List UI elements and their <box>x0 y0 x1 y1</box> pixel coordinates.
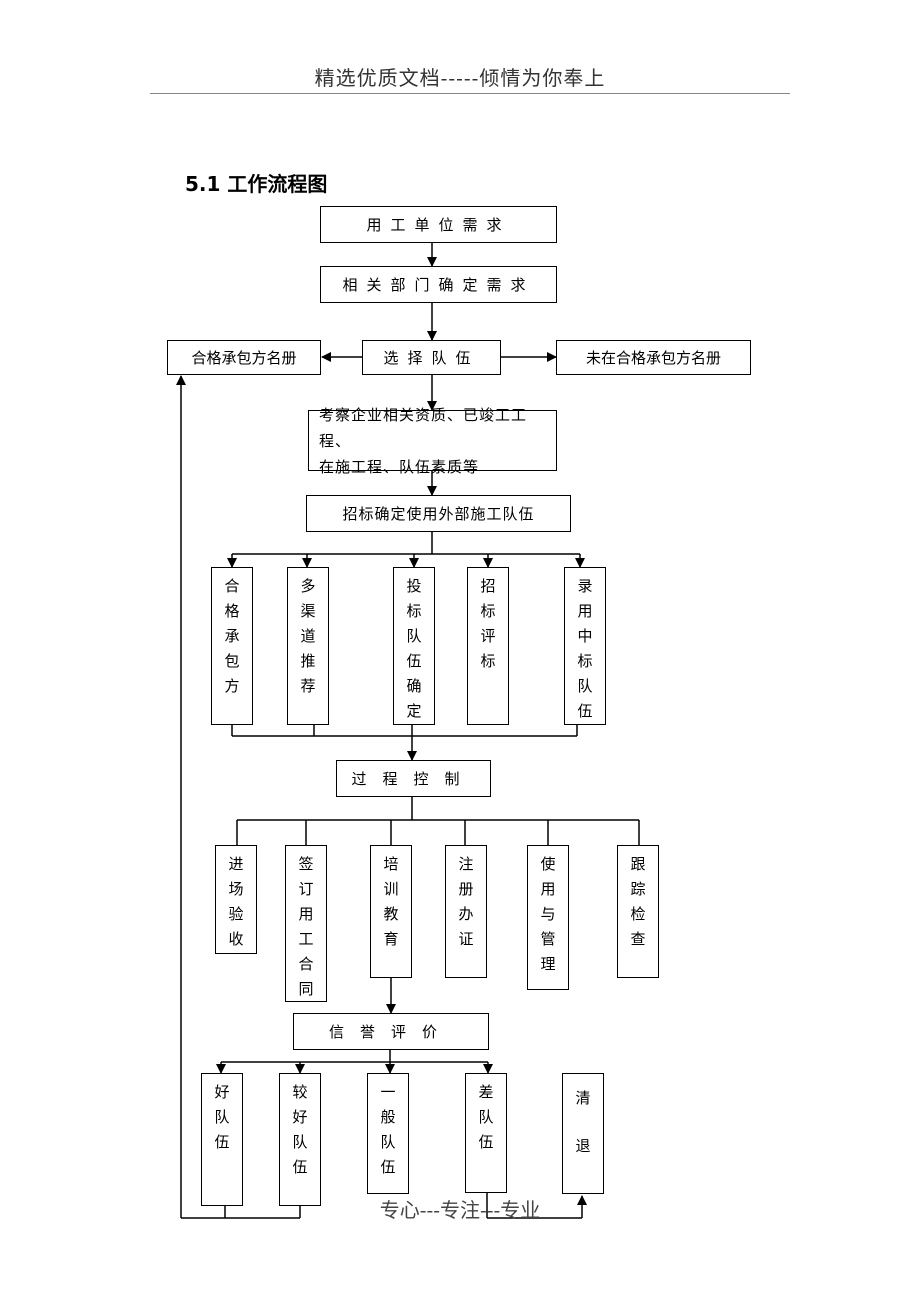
box-not-in-qualified-list: 未在合格承包方名册 <box>556 340 751 375</box>
box-better-team: 较好队伍 <box>279 1073 321 1206</box>
box-use-and-management: 使用与管理 <box>527 845 569 990</box>
label-sign-labor-contract: 签订用工合同 <box>298 855 314 998</box>
box-inspect-qualifications: 考察企业相关资质、已竣工工程、 在施工程、队伍素质等 <box>308 406 557 476</box>
box-multi-channel-recommend: 多渠道推荐 <box>287 567 329 725</box>
label-bid-evaluation: 招标评标 <box>480 577 496 670</box>
box-bidding-team-confirm: 投标队伍确定 <box>393 567 435 725</box>
box-credit-evaluation: 信誉评价 <box>293 1013 489 1050</box>
box-average-team: 一般队伍 <box>367 1073 409 1194</box>
box-qualified-contractor-list: 合格承包方名册 <box>167 340 321 375</box>
box-tracking-inspection: 跟踪检查 <box>617 845 659 978</box>
box-employer-demand: 用工单位需求 <box>320 206 557 243</box>
label-multi-channel-recommend: 多渠道推荐 <box>300 577 316 695</box>
label-qualified-contractor: 合格承包方 <box>224 577 240 695</box>
page-header: 精选优质文档-----倾情为你奉上 <box>314 66 606 90</box>
box-good-team: 好队伍 <box>201 1073 243 1206</box>
inspect-line-2: 在施工程、队伍素质等 <box>319 457 480 476</box>
box-qualified-contractor: 合格承包方 <box>211 567 253 725</box>
box-hire-winning-team: 录用中标队伍 <box>564 567 606 725</box>
box-sign-labor-contract: 签订用工合同 <box>285 845 327 1002</box>
inspect-line-1: 考察企业相关资质、已竣工工程、 <box>319 405 528 450</box>
label-training-education: 培训教育 <box>383 855 399 948</box>
section-title: 5.1 工作流程图 <box>185 172 328 196</box>
box-dismiss: 清退 <box>562 1073 604 1194</box>
label-use-and-management: 使用与管理 <box>540 855 556 973</box>
box-poor-team: 差队伍 <box>465 1073 507 1193</box>
box-registration-certification: 注册办证 <box>445 845 487 978</box>
box-training-education: 培训教育 <box>370 845 412 978</box>
label-average-team: 一般队伍 <box>380 1083 396 1176</box>
box-tender-decision: 招标确定使用外部施工队伍 <box>306 495 571 532</box>
label-entry-inspection: 进场验收 <box>228 855 244 948</box>
header-divider <box>150 93 790 94</box>
box-entry-inspection: 进场验收 <box>215 845 257 954</box>
label-good-team: 好队伍 <box>214 1083 230 1151</box>
label-hire-winning-team: 录用中标队伍 <box>577 577 593 720</box>
label-bidding-team-confirm: 投标队伍确定 <box>406 577 422 720</box>
label-tracking-inspection: 跟踪检查 <box>630 855 646 948</box>
label-better-team: 较好队伍 <box>292 1083 308 1176</box>
label-registration-certification: 注册办证 <box>458 855 474 948</box>
label-dismiss: 清退 <box>575 1089 591 1155</box>
label-poor-team: 差队伍 <box>478 1083 494 1151</box>
box-select-team: 选择队伍 <box>362 340 501 375</box>
box-department-confirm: 相关部门确定需求 <box>320 266 557 303</box>
box-bid-evaluation: 招标评标 <box>467 567 509 725</box>
page-footer: 专心---专注---专业 <box>379 1198 541 1222</box>
box-process-control: 过程控制 <box>336 760 491 797</box>
